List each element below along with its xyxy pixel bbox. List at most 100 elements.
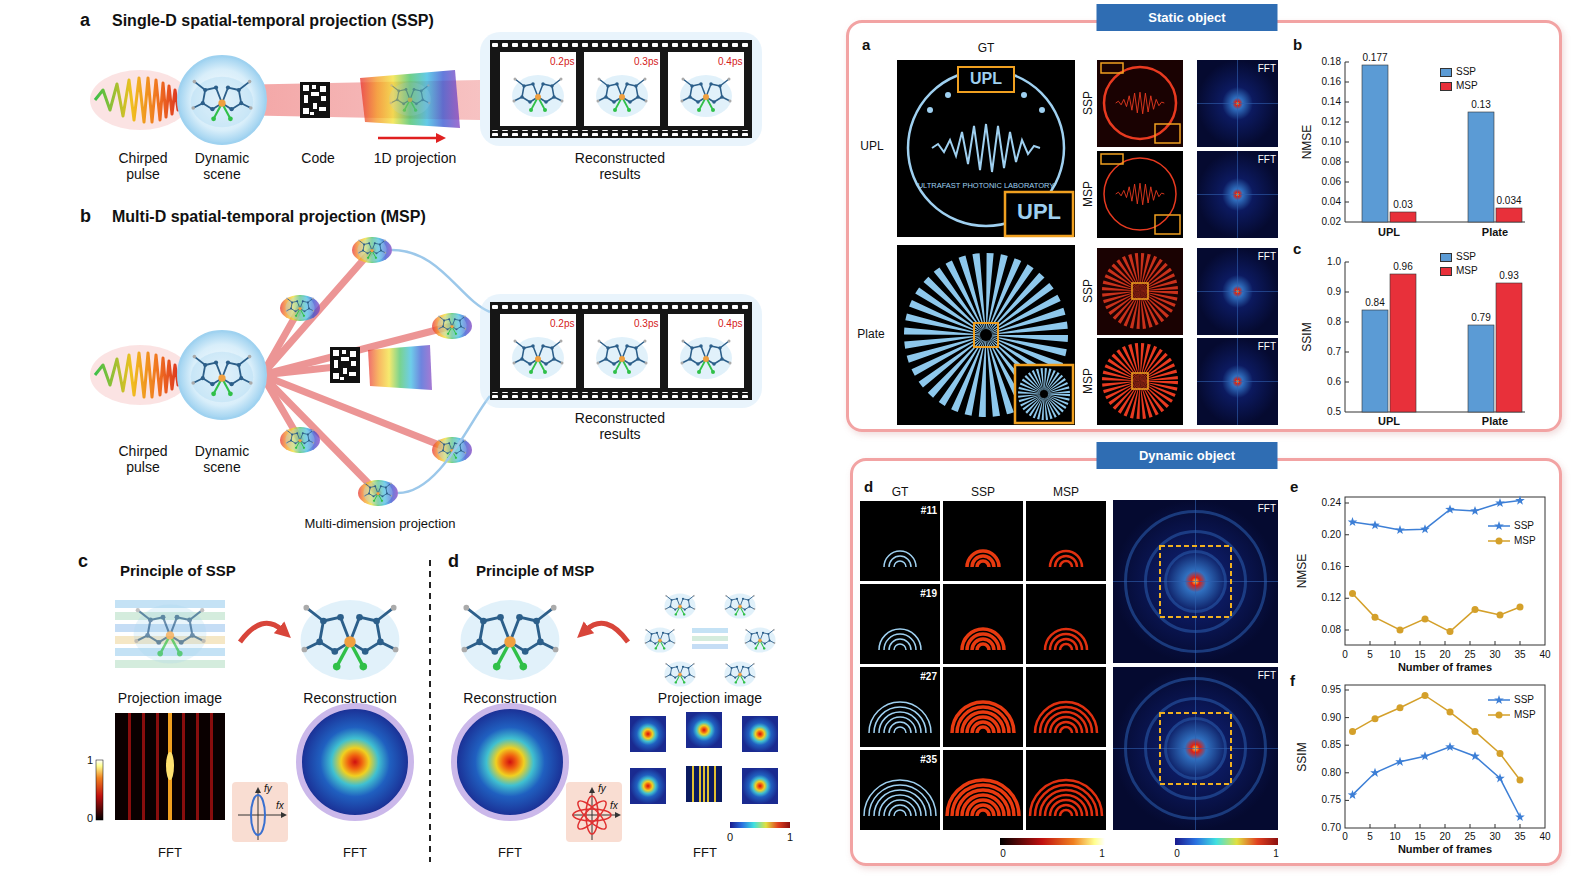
static-results — [1097, 60, 1183, 147]
figure-label: MSP — [1082, 368, 1096, 394]
ssp-schematic — [378, 137, 438, 140]
msp-principle — [572, 815, 616, 816]
msp-principle — [692, 628, 728, 649]
legend-line-sample — [1488, 709, 1510, 721]
figure-label: b — [1293, 36, 1302, 53]
line-chart — [1345, 497, 1545, 645]
figure-label: 0.2ps — [550, 56, 574, 68]
figure-label: FFT — [1258, 341, 1276, 353]
dynamic-results — [967, 551, 999, 567]
bar-chart — [1468, 325, 1494, 412]
static-results — [1101, 63, 1123, 73]
ssp-schematic — [178, 56, 266, 144]
static-results — [1132, 373, 1148, 389]
figure-label: 0.20 — [1322, 529, 1341, 541]
figure-label: 0 — [1174, 848, 1180, 860]
ssp-principle — [115, 713, 225, 820]
dynamic-results — [1113, 500, 1278, 830]
figure-label: Reconstructed results — [560, 410, 680, 442]
figure-label: Chirped pulse — [108, 443, 178, 475]
legend-swatch — [1440, 267, 1452, 276]
figure-label: 0 — [87, 812, 93, 825]
legend-text: SSP — [1456, 66, 1476, 78]
figure-label: a — [80, 10, 90, 31]
figure-label: 0.03 — [1393, 199, 1412, 211]
legend-text: MSP — [1514, 535, 1536, 547]
static-results — [1185, 96, 1196, 112]
static-results — [958, 67, 1014, 92]
figure-label: ULTRAFAST PHOTONIC LABORATORY — [918, 182, 1055, 191]
figure-label: 0.84 — [1365, 297, 1384, 309]
msp-principle — [574, 797, 609, 832]
line-chart — [1397, 627, 1404, 634]
static-results — [1185, 284, 1196, 300]
dynamic-results — [1035, 702, 1097, 733]
figure-label: Number of frames — [1398, 661, 1492, 674]
figure-label: GT — [978, 42, 995, 56]
ssp-principle — [299, 706, 411, 818]
dynamic-results — [860, 501, 940, 581]
figure-label: SSP — [1082, 91, 1096, 115]
msp-schematic — [330, 347, 360, 383]
figure-label: fx — [276, 800, 284, 812]
line-chart — [1353, 696, 1521, 781]
static-results — [1021, 92, 1027, 98]
figure-label: 0.12 — [1322, 116, 1341, 128]
line-chart — [1349, 590, 1524, 635]
static-results — [1039, 107, 1045, 113]
msp-principle — [644, 627, 675, 652]
msp-principle — [703, 766, 705, 802]
figure-label: SSP — [1082, 279, 1096, 303]
dynamic-results — [860, 750, 940, 830]
legend-text: SSP — [1514, 520, 1534, 532]
ssp-principle — [156, 713, 159, 820]
static-results — [1104, 158, 1176, 230]
figure-label: SSP — [971, 486, 995, 500]
line-chart — [1497, 750, 1504, 757]
static-results — [945, 92, 951, 98]
line-chart — [1345, 503, 1520, 645]
panel-header: Dynamic object — [1097, 442, 1278, 469]
msp-principle — [692, 636, 728, 641]
dynamic-results — [1030, 780, 1102, 816]
figure-label: 1D projection — [374, 150, 457, 166]
figure-label: 0.9 — [1327, 286, 1341, 298]
msp-principle — [692, 766, 716, 802]
figure-label: 0.95 — [1322, 684, 1341, 696]
msp-principle — [724, 593, 755, 618]
legend-text: MSP — [1456, 265, 1478, 277]
figure-label: FFT — [158, 846, 182, 861]
bar-chart — [1362, 310, 1388, 412]
ssp-schematic — [300, 82, 330, 118]
msp-schematic — [262, 250, 452, 493]
figure-label: 0.85 — [1322, 739, 1341, 751]
figure-label: 0.24 — [1322, 497, 1341, 509]
msp-principle — [692, 628, 728, 633]
line-chart — [1349, 590, 1356, 597]
figure-label: 15 — [1414, 831, 1425, 843]
figure-label: FFT — [1258, 251, 1276, 263]
figure-label: 1 — [87, 754, 93, 767]
figure-label: 0.12 — [1322, 592, 1341, 604]
figure-label: 35 — [1514, 649, 1525, 661]
static-results — [1197, 60, 1278, 425]
line-chart — [1345, 690, 1520, 828]
ssp-principle — [142, 713, 145, 820]
line-chart — [1515, 812, 1525, 821]
line-chart — [1349, 692, 1524, 784]
figure-label: 20 — [1439, 649, 1450, 661]
static-results — [1116, 92, 1165, 114]
figure-label: 0.5 — [1327, 406, 1341, 418]
figure-label: 0.90 — [1322, 712, 1341, 724]
msp-principle — [566, 782, 622, 842]
ssp-schematic — [389, 82, 431, 116]
bar-chart — [1496, 208, 1522, 222]
figure-label: Projection image — [658, 690, 762, 706]
figure-label: Plate — [1482, 415, 1508, 428]
figure-label: UPL — [1017, 199, 1061, 224]
figure-label: Reconstructed results — [560, 150, 680, 182]
figure-label: #19 — [920, 588, 937, 600]
msp-schematic — [178, 331, 266, 419]
dynamic-results — [860, 500, 1278, 845]
figure-label: 0.8 — [1327, 316, 1341, 328]
